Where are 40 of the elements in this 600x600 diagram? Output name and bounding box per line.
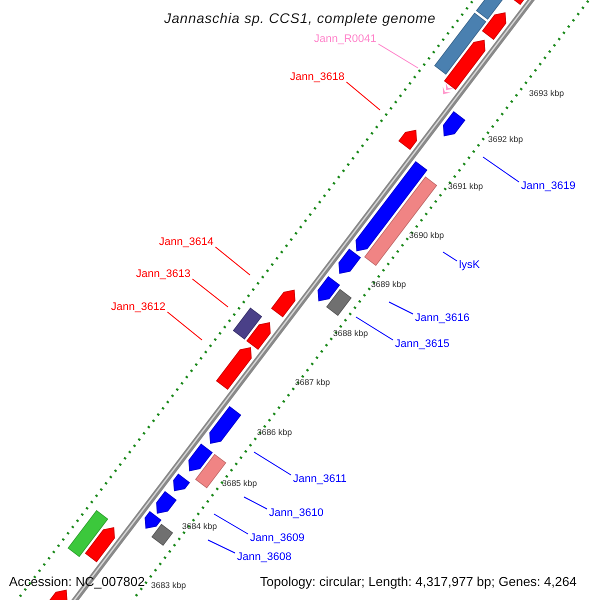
gene-label: lysK — [459, 260, 480, 271]
tick-label: 3688 kbp — [333, 329, 368, 338]
leader-line — [192, 278, 228, 308]
tick-label: 3692 kbp — [488, 135, 523, 144]
leader-line — [378, 44, 418, 68]
leader-line — [214, 514, 248, 534]
genome-info-text: Topology: circular; Length: 4,317,977 bp; Genes: 4,264 — [260, 575, 577, 588]
gene-label: Jann_3612 — [111, 302, 166, 313]
leader-line — [166, 312, 202, 340]
gene-label: Jann_3618 — [290, 72, 344, 83]
gene-label: Jann_3611 — [293, 474, 347, 485]
tick-label: 3691 kbp — [448, 182, 483, 190]
title: Jannaschia sp. CCS1, complete genome — [163, 11, 437, 25]
tick-label: 3689 kbp — [371, 280, 406, 288]
gene-label: Jann_3615 — [395, 339, 450, 350]
leader-line — [214, 246, 250, 276]
tick-label: 3690 kbp — [409, 231, 444, 240]
tick-label: 3683 kbp — [151, 581, 186, 590]
gene-label: Jann_3610 — [269, 508, 324, 519]
gene-label: Jann_R0041 — [314, 34, 376, 45]
accession-text: Accession: NC_007802 — [9, 575, 145, 588]
tick-label: 3686 kbp — [257, 428, 292, 436]
leader-line — [208, 540, 236, 554]
tick-label: 3684 kbp — [182, 522, 217, 530]
gene-label: Jann_3614 — [159, 237, 214, 248]
tick-label: 3693 kbp — [529, 89, 564, 98]
leader-line — [254, 452, 292, 476]
leader-line — [482, 156, 520, 182]
gene-label: Jann_3608 — [237, 552, 292, 563]
leader-line — [346, 82, 380, 110]
gene-label: Jann_3619 — [521, 181, 576, 192]
gene-label: Jann_3613 — [136, 269, 190, 280]
leader-line — [388, 302, 414, 314]
tick-label: 3687 kbp — [295, 378, 330, 386]
tick-label: 3685 kbp — [222, 479, 257, 488]
gene-label: Jann_3609 — [250, 533, 304, 544]
leader-line — [356, 316, 394, 340]
leader-line — [442, 252, 458, 262]
gene-label: Jann_3616 — [415, 313, 470, 324]
leader-line — [244, 496, 268, 510]
